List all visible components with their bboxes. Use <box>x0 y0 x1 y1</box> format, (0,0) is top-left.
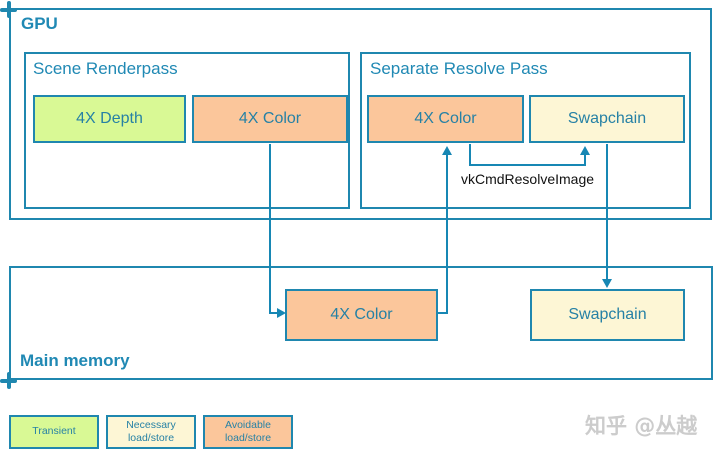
legend-necessary-line1: Necessary <box>126 418 176 431</box>
gpu-label: GPU <box>21 14 58 33</box>
memory-color-node: 4X Color <box>285 289 438 341</box>
resolve-color-label: 4X Color <box>414 110 477 127</box>
main-memory-label: Main memory <box>20 351 130 370</box>
legend-transient-label: Transient <box>32 425 76 438</box>
resolve-call-label: vkCmdResolveImage <box>460 171 595 187</box>
resolve-swapchain-label: Swapchain <box>567 110 647 127</box>
memory-swapchain-label: Swapchain <box>568 306 647 323</box>
legend-avoidable-line2: load/store <box>224 432 272 444</box>
plus-marker-icon <box>0 372 17 389</box>
scene-renderpass-box <box>24 52 350 209</box>
scene-color-label: 4X Color <box>238 110 302 127</box>
plus-marker-icon <box>0 1 17 18</box>
gpu-region-box <box>9 8 712 220</box>
memory-swapchain-node: Swapchain <box>530 289 685 341</box>
scene-renderpass-title: Scene Renderpass <box>33 59 178 78</box>
resolve-color-node: 4X Color <box>367 95 524 143</box>
separate-resolve-pass-box <box>360 52 691 209</box>
legend-avoidable-line1: Avoidable <box>225 418 271 431</box>
legend-necessary-line2: load/store <box>127 432 175 444</box>
memory-color-label: 4X Color <box>330 306 393 323</box>
main-memory-region-box <box>9 266 713 380</box>
legend-item-necessary: Necessary load/store <box>106 415 196 449</box>
scene-color-node: 4X Color <box>192 95 348 143</box>
resolve-swapchain-node: Swapchain <box>529 95 685 143</box>
separate-resolve-pass-title: Separate Resolve Pass <box>370 59 548 78</box>
legend-item-avoidable: Avoidable load/store <box>203 415 293 449</box>
watermark: 知乎 @丛越 <box>585 414 698 438</box>
scene-depth-label: 4X Depth <box>76 110 143 127</box>
legend-item-transient: Transient <box>9 415 99 449</box>
scene-depth-node: 4X Depth <box>33 95 186 143</box>
